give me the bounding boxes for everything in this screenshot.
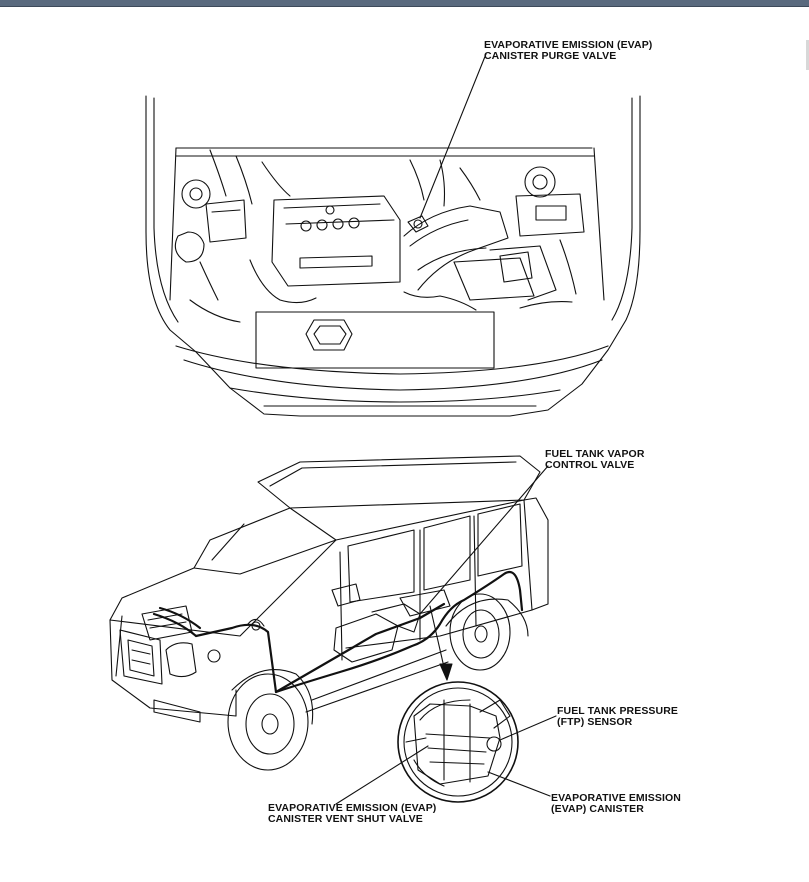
callout-line: EVAPORATIVE EMISSION (EVAP) (268, 802, 437, 814)
callout-line: EVAPORATIVE EMISSION (551, 792, 681, 804)
leader-vapor-control-valve (419, 465, 549, 615)
engine-bay-illustration (145, 95, 641, 417)
leader-evap-canister (487, 771, 551, 797)
evap-line-routing (152, 570, 524, 694)
callout-ftp-sensor: FUEL TANK PRESSURE (FTP) SENSOR (557, 706, 678, 728)
window-top-bar (0, 0, 809, 7)
callout-line: FUEL TANK PRESSURE (557, 705, 679, 717)
fuel-tank-components (141, 589, 451, 663)
leader-vent-shut-valve (335, 745, 429, 805)
detail-view-canister (397, 681, 519, 803)
callout-fuel-tank-vapor-control-valve: FUEL TANK VAPOR CONTROL VALVE (545, 449, 645, 471)
callout-line: (FTP) SENSOR (557, 716, 633, 728)
scrollbar-edge (806, 40, 809, 70)
vehicle-illustration (109, 455, 549, 771)
callout-evap-canister: EVAPORATIVE EMISSION (EVAP) CANISTER (551, 793, 681, 815)
callout-line: EVAPORATIVE EMISSION (EVAP) (484, 39, 653, 51)
callout-evap-vent-shut-valve: EVAPORATIVE EMISSION (EVAP) CANISTER VEN… (268, 803, 436, 825)
callout-line: (EVAP) CANISTER (551, 803, 644, 815)
callout-line: CANISTER VENT SHUT VALVE (268, 813, 423, 825)
leader-ftp-sensor (499, 715, 557, 741)
callout-evap-purge-valve: EVAPORATIVE EMISSION (EVAP) CANISTER PUR… (484, 40, 652, 62)
callout-line: CONTROL VALVE (545, 459, 635, 471)
leader-purge-valve (419, 53, 487, 219)
callout-line: CANISTER PURGE VALVE (484, 50, 617, 62)
callout-line: FUEL TANK VAPOR (545, 448, 645, 460)
